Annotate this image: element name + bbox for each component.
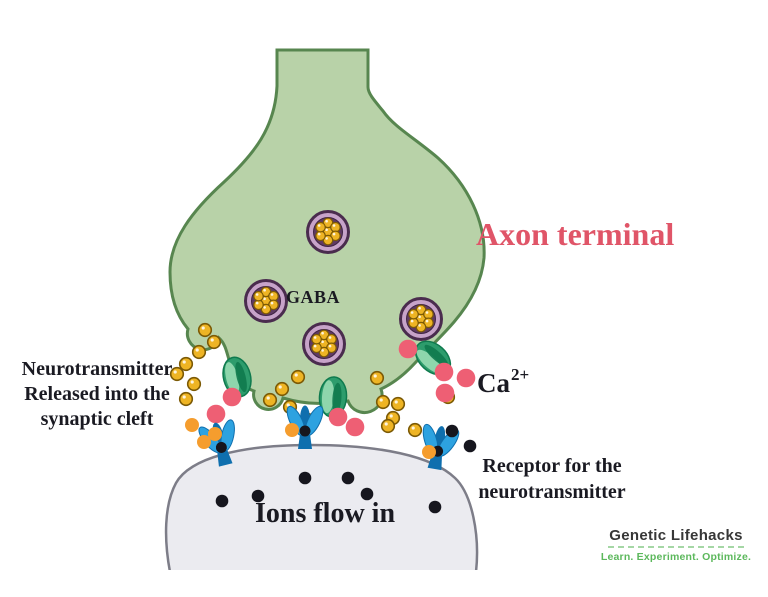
gaba-molecule-dot [253,290,264,302]
gaba-molecule-dot [423,308,434,320]
ion-dot [215,441,227,453]
cleft-dot-layer [169,322,476,438]
bound-neurotransmitter-dot [197,435,211,449]
ion-dot [215,494,229,508]
calcium-ion-dot [345,417,365,437]
calcium-symbol: Ca [477,368,510,398]
neurotransmitter-dot [290,369,306,385]
neurotransmitter-dot [407,422,423,438]
gaba-molecule-dot [315,230,326,242]
logo-divider [608,546,744,548]
ion-dot [341,471,355,485]
neurotransmitter-dot [262,392,278,408]
caption-line: neurotransmitter [478,481,626,503]
calcium-ion-dot [222,387,242,407]
ions-flow-in-label: Ions flow in [254,498,396,529]
neurotransmitter-dot [186,376,202,392]
gaba-vesicle [302,322,346,366]
calcium-ion-dot [435,383,455,403]
neurotransmitter-dot [191,344,207,360]
caption-line: Receptor for the [482,455,622,477]
neurotransmitter-dot [178,356,194,372]
gaba-label: GABA [286,287,341,307]
calcium-ion-dot [434,362,454,382]
ion-dot [445,424,459,438]
ion-dot [251,489,265,503]
vesicle-layer [244,210,443,366]
genetic-lifehacks-logo: Genetic Lifehacks Learn. Experiment. Opt… [598,527,754,563]
neurotransmitter-dot [178,391,194,407]
neurotransmitter-dot [369,370,385,386]
calcium-channel [222,356,252,398]
calcium-ion-dot [206,404,226,424]
gaba-molecule-dot [253,299,264,311]
gaba-vesicle [399,297,443,341]
caption-line: synaptic cleft [40,408,154,430]
gaba-molecule-dot [408,308,419,320]
caption-line: Neurotransmitter [21,358,173,380]
gaba-molecule-dot [268,290,279,302]
neurotransmitter-dot [274,381,290,397]
neurotransmitter-dot [380,418,396,434]
calcium-ion-dot [328,407,348,427]
bound-neurotransmitter-dot [422,445,436,459]
neurotransmitter-dot [390,396,406,412]
logo-title: Genetic Lifehacks [609,527,743,544]
calcium-ion-dot [398,339,418,359]
ion-dot [299,425,311,437]
bound-neurotransmitter-dot [208,427,222,441]
calcium-channel-layer [222,340,452,418]
gaba-vesicle [244,279,288,323]
gaba-molecule-dot [326,333,337,345]
postcell-bottom-fade [150,570,510,597]
gaba-molecule-dot [408,317,419,329]
caption-line: Released into the [24,383,170,405]
logo-tagline: Learn. Experiment. Optimize. [600,551,752,563]
gaba-molecule-dot [330,221,341,233]
neurotransmitter-receptor [286,405,324,449]
ion-dot [298,471,312,485]
calcium-channel [318,376,348,418]
neurotransmitter-dot [375,394,391,410]
calcium-charge: 2+ [511,365,530,384]
neurotransmitter-dot [206,334,222,350]
ion-dot [360,487,374,501]
ion-dot [428,500,442,514]
neurotransmitter-dot [197,322,213,338]
gaba-molecule-dot [311,342,322,354]
neurotransmitter-caption: Neurotransmitter Released into the synap… [2,357,192,432]
bound-neurotransmitter-dot [185,418,199,432]
bound-neurotransmitter-dot [285,423,299,437]
bound-neurotransmitter-layer [185,418,436,459]
axon-terminal-label: Axon terminal [476,216,675,252]
ion-dot [463,439,477,453]
calcium-label: Ca2+ [477,365,530,401]
gaba-vesicle [306,210,350,254]
ion-layer [215,424,477,514]
calcium-ion-dot [456,368,476,388]
gaba-molecule-dot [311,333,322,345]
gaba-molecule-dot [315,221,326,233]
neurotransmitter-dot [169,366,185,382]
receptor-caption: Receptor for the neurotransmitter [452,453,652,505]
